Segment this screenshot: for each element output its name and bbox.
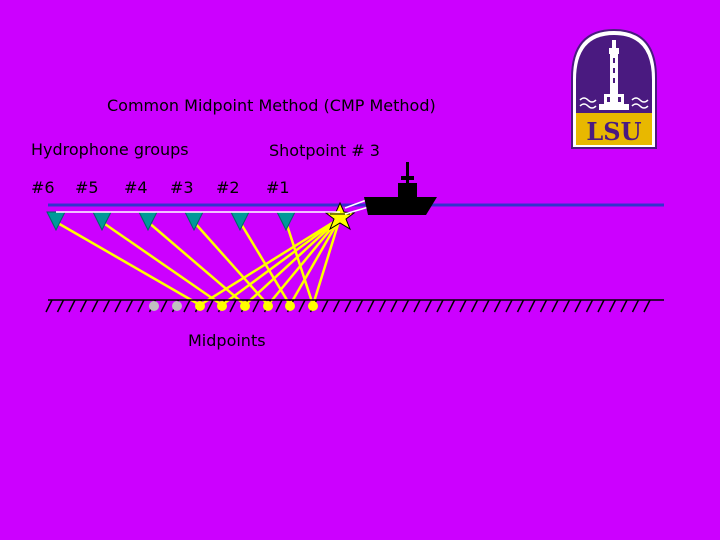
lsu-logo: LSU [571,28,657,149]
hydrophones [46,211,296,232]
hydrophone-6 [46,211,66,232]
slide-title: Common Midpoint Method (CMP Method) [107,96,436,115]
group-label-2: #2 [216,178,240,197]
waves-icon [579,97,649,109]
group-label-3: #3 [170,178,194,197]
seismic-rays [54,216,342,310]
logo-gold-band [576,113,652,145]
group-label-5: #5 [75,178,99,197]
hydrophone-2 [230,211,250,232]
midpoint-2 [217,301,227,311]
tower-icon [599,40,629,110]
midpoints-label: Midpoints [188,331,266,350]
hydrophone-1 [276,211,296,232]
ship-icon [364,162,437,215]
midpoints [149,301,318,311]
group-label-6: #6 [31,178,55,197]
midpoint-6 [308,301,318,311]
logo-text: LSU [586,117,641,146]
tower-windows [607,58,621,102]
group-label-4: #4 [124,178,148,197]
midpoint-inactive-1 [149,301,159,311]
midpoint-inactive-2 [172,301,182,311]
group-label-1: #1 [266,178,290,197]
seafloor [45,299,664,313]
hydrophone-groups-label: Hydrophone groups [31,140,189,159]
midpoint-4 [263,301,273,311]
midpoint-1 [195,301,205,311]
shotpoint-label: Shotpoint # 3 [269,141,380,160]
midpoint-3 [240,301,250,311]
midpoint-5 [285,301,295,311]
